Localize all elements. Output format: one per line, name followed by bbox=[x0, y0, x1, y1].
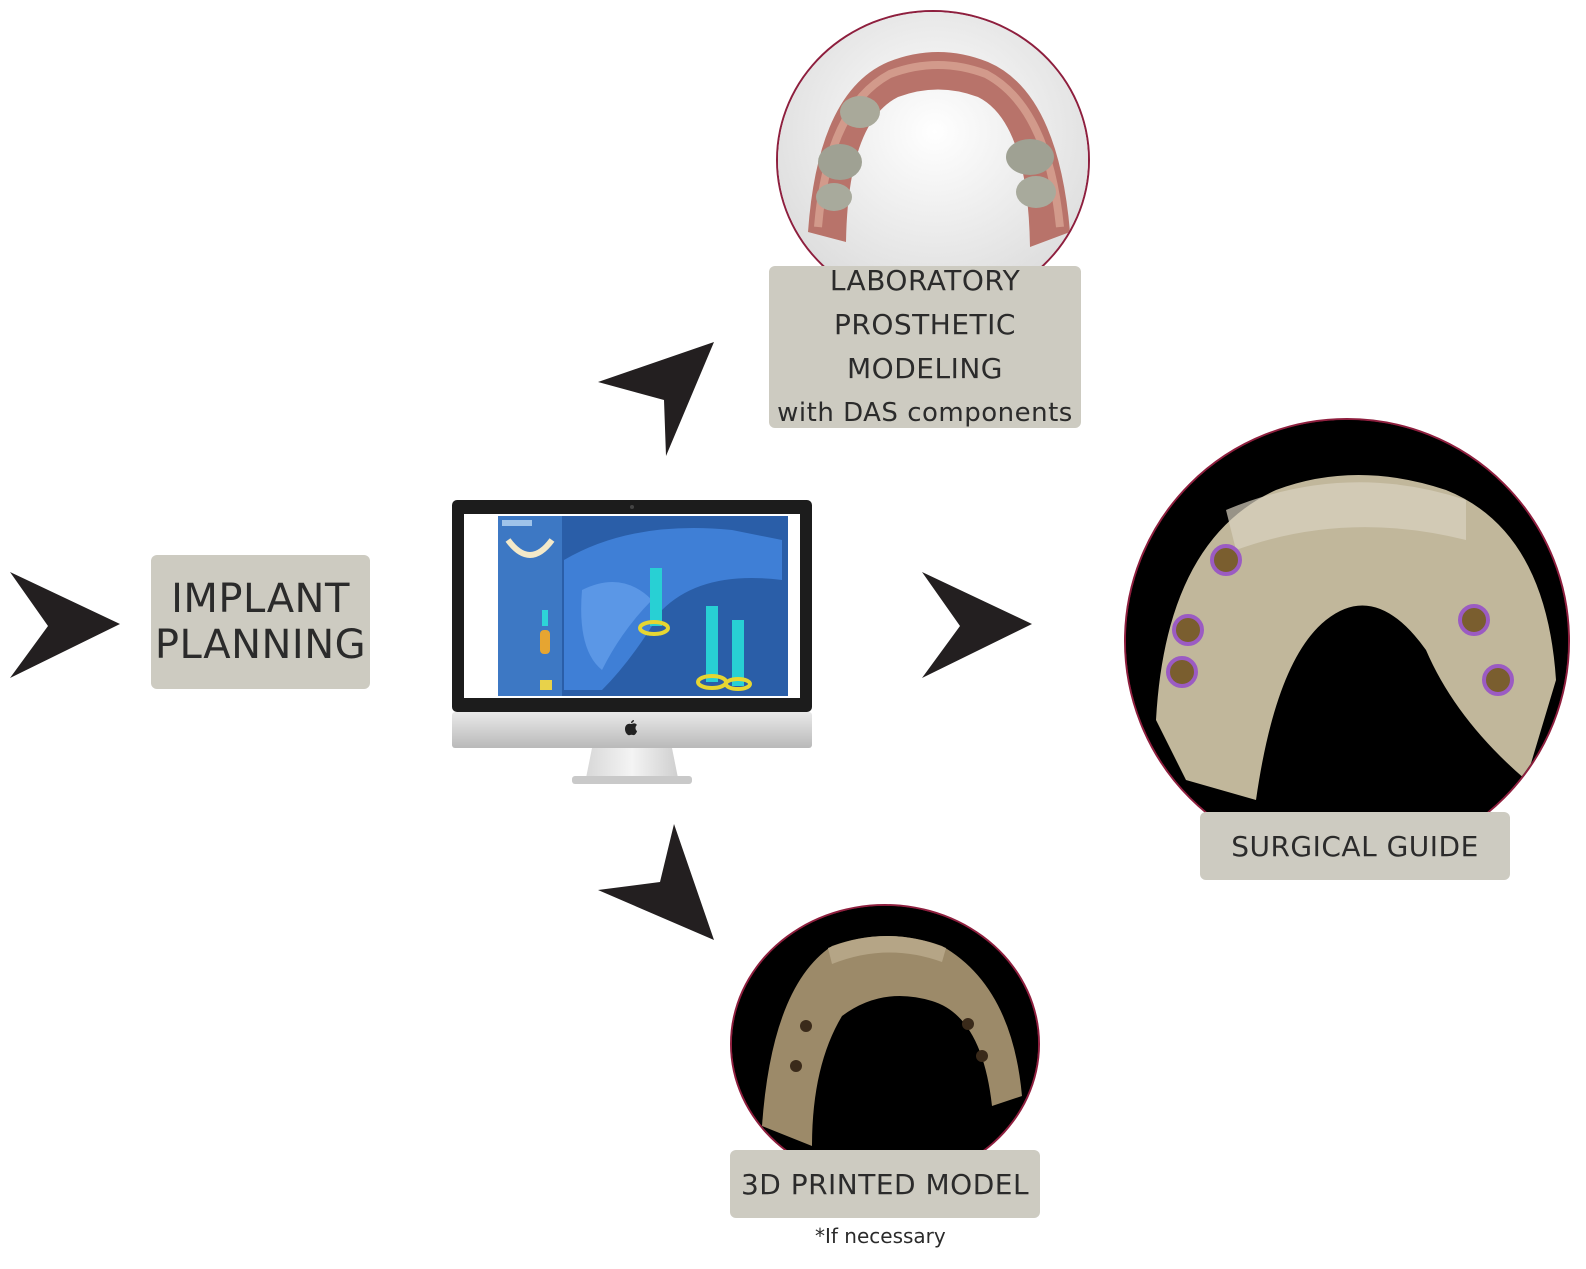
printed-model-photo bbox=[730, 904, 1040, 1184]
footnote: *If necessary bbox=[815, 1224, 946, 1248]
arrow-up-right-icon bbox=[598, 340, 716, 458]
implant-planning-line-1: IMPLANT bbox=[171, 576, 350, 622]
implant-planning-line-2: PLANNING bbox=[155, 622, 366, 668]
arrow-right-icon bbox=[922, 572, 1034, 680]
computer-monitor bbox=[452, 500, 812, 790]
printed-model-box: 3D PRINTED MODEL bbox=[730, 1150, 1040, 1218]
apple-logo-icon bbox=[624, 720, 638, 736]
surgical-guide-photo bbox=[1124, 418, 1570, 864]
implant-planning-box: IMPLANT PLANNING bbox=[151, 555, 370, 689]
arrow-down-right-icon bbox=[598, 824, 716, 942]
surgical-guide-box: SURGICAL GUIDE bbox=[1200, 812, 1510, 880]
printed-model-label: 3D PRINTED MODEL bbox=[741, 1168, 1029, 1201]
lab-modeling-line-3: with DAS components bbox=[777, 391, 1073, 435]
lab-modeling-line-1: LABORATORY bbox=[830, 259, 1020, 303]
surgical-guide-label: SURGICAL GUIDE bbox=[1231, 830, 1479, 863]
lab-modeling-line-2: PROSTHETIC MODELING bbox=[769, 303, 1081, 391]
arrow-right-icon bbox=[10, 572, 122, 680]
lab-modeling-box: LABORATORY PROSTHETIC MODELING with DAS … bbox=[769, 266, 1081, 428]
